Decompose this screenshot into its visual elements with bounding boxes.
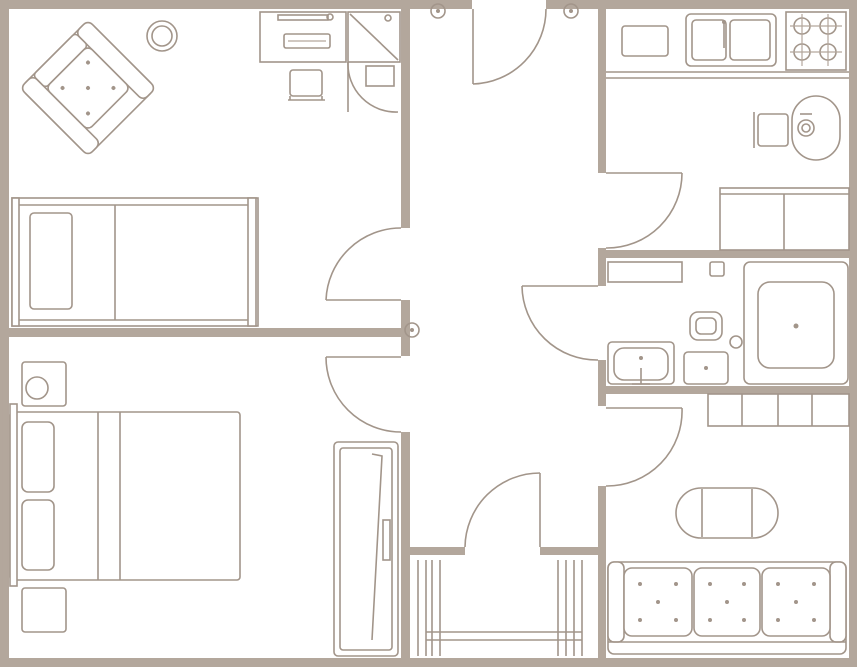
tv-console-icon <box>707 393 850 427</box>
cabinet-icon <box>719 187 850 251</box>
stove-icon <box>785 11 847 71</box>
double-bed-icon <box>9 403 241 587</box>
plant-icon <box>146 20 178 52</box>
nightstand-icon <box>21 587 67 633</box>
wardrobe-corner-icon <box>347 11 401 113</box>
nightstand-icon <box>21 361 67 407</box>
sofa-icon <box>607 561 847 655</box>
windows <box>1 40 856 666</box>
shelf-icon <box>607 261 683 283</box>
chair-icon <box>753 112 789 148</box>
washbasin-icon <box>607 341 675 385</box>
dining-table-icon <box>791 95 841 161</box>
coffee-table-icon <box>675 487 779 539</box>
bathtub-icon <box>743 261 849 385</box>
desk-icon <box>259 11 347 63</box>
balcony-railing-icon <box>417 560 583 656</box>
light-fixtures <box>404 3 579 338</box>
doors <box>325 8 683 548</box>
sink-icon <box>685 13 777 67</box>
toilet-icon <box>683 261 743 385</box>
armchair-icon <box>21 21 155 155</box>
counter-icon <box>606 25 849 79</box>
chair-icon <box>288 69 325 101</box>
wardrobe-icon <box>333 441 399 657</box>
single-bed-icon <box>11 197 259 327</box>
